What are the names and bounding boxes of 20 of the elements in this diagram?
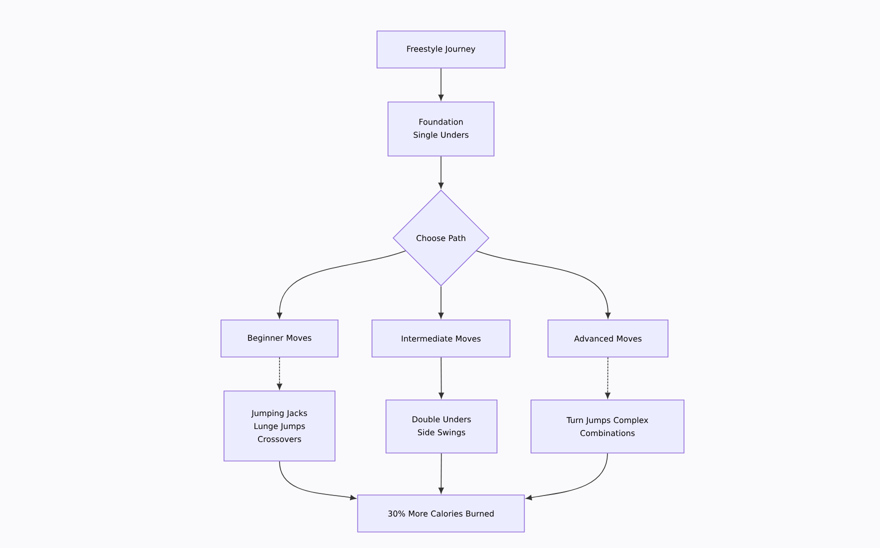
arrow bbox=[276, 357, 282, 390]
process-box: Turn Jumps Complex Combinations bbox=[530, 400, 684, 454]
arrow bbox=[438, 286, 444, 319]
process-box: Foundation Single Unders bbox=[388, 102, 494, 156]
process-box: Freestyle Journey bbox=[376, 30, 506, 68]
arrow bbox=[279, 461, 356, 500]
arrow bbox=[526, 453, 608, 500]
process-box: Double Unders Side Swings bbox=[386, 400, 498, 454]
process-box: Beginner Moves bbox=[220, 320, 338, 358]
arrow bbox=[276, 250, 406, 319]
process-box: 30% More Calories Burned bbox=[357, 494, 525, 532]
arrow bbox=[605, 357, 610, 399]
arrow bbox=[438, 453, 444, 494]
arrow bbox=[438, 357, 444, 399]
arrow bbox=[438, 156, 444, 189]
process-box: Intermediate Moves bbox=[372, 320, 510, 358]
arrow bbox=[438, 68, 444, 101]
process-box: Advanced Moves bbox=[548, 320, 668, 358]
process-box: Jumping Jacks Lunge Jumps Crossovers bbox=[224, 390, 336, 462]
arrow bbox=[476, 250, 611, 319]
